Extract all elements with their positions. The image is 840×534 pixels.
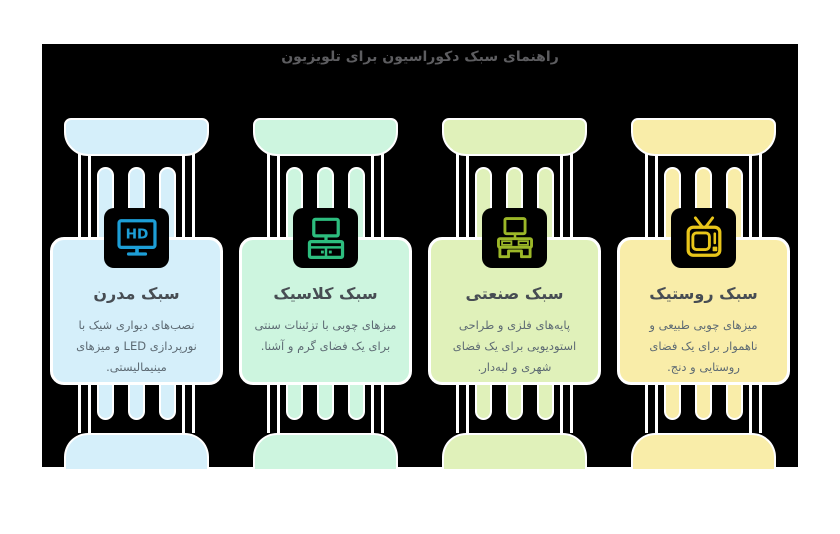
- style-description: نصب‌های دیواری شیک با نورپردازی LED و می…: [76, 318, 197, 374]
- tabletop-top-shape: [253, 118, 398, 156]
- retro-tv-icon: [686, 216, 721, 257]
- tv-cabinet-icon: [307, 217, 344, 260]
- table-leg: [645, 385, 658, 433]
- table-slat: [475, 380, 492, 420]
- table-leg: [267, 385, 280, 433]
- style-title: سبک مدرن: [93, 284, 180, 303]
- tabletop-bottom-shape: [631, 433, 776, 469]
- infographic-board: راهنمای سبک دکوراسیون برای تلویزیون سبک …: [42, 44, 798, 469]
- table-leg: [456, 385, 469, 433]
- table-slat: [128, 380, 145, 420]
- table-leg: [78, 154, 91, 238]
- table-slat: [317, 380, 334, 420]
- table-slat: [726, 380, 743, 420]
- table-slat: [97, 380, 114, 420]
- style-column-industrial: سبک صنعتی پایه‌های فلزی و طراحی استودیوی…: [420, 44, 609, 469]
- table-leg: [456, 154, 469, 238]
- style-description: میزهای چوبی با تزئینات سنتی برای یک فضای…: [254, 318, 397, 353]
- table-slat: [695, 380, 712, 420]
- table-slat: [506, 380, 523, 420]
- table-slat: [664, 380, 681, 420]
- style-column-rustic: سبک روستیک میزهای چوبی طبیعی و ناهموار ب…: [609, 44, 798, 469]
- tabletop-top-shape: [631, 118, 776, 156]
- table-slat: [286, 380, 303, 420]
- style-column-modern: سبک مدرن نصب‌های دیواری شیک با نورپردازی…: [42, 44, 231, 469]
- icon-badge: HD: [104, 208, 169, 268]
- tabletop-bottom-shape: [442, 433, 587, 469]
- tabletop-bottom-shape: [253, 433, 398, 469]
- tabletop-top-shape: [64, 118, 209, 156]
- table-slat: [159, 380, 176, 420]
- table-leg: [267, 154, 280, 238]
- table-leg: [182, 385, 195, 433]
- page-title: راهنمای سبک دکوراسیون برای تلویزیون: [281, 49, 559, 65]
- table-leg: [560, 385, 573, 433]
- table-leg: [645, 154, 658, 238]
- style-column-classic: سبک کلاسیک میزهای چوبی با تزئینات سنتی ب…: [231, 44, 420, 469]
- hd-monitor-icon: HD: [116, 219, 157, 256]
- tabletop-top-shape: [442, 118, 587, 156]
- tabletop-bottom-shape: [64, 433, 209, 469]
- style-description: میزهای چوبی طبیعی و ناهموار برای یک فضای…: [649, 318, 758, 374]
- table-leg: [560, 154, 573, 238]
- icon-badge: [482, 208, 547, 268]
- icon-badge: [293, 208, 358, 268]
- style-title: سبک کلاسیک: [273, 284, 378, 303]
- style-description: پایه‌های فلزی و طراحی استودیویی برای یک …: [452, 318, 577, 374]
- table-leg: [749, 385, 762, 433]
- hd-label: HD: [125, 227, 148, 243]
- table-leg: [371, 385, 384, 433]
- table-leg: [78, 385, 91, 433]
- table-slat: [537, 380, 554, 420]
- table-leg: [749, 154, 762, 238]
- table-leg: [371, 154, 384, 238]
- style-title: سبک صنعتی: [465, 284, 564, 303]
- table-leg: [182, 154, 195, 238]
- style-title: سبک روستیک: [649, 284, 758, 303]
- table-slat: [348, 380, 365, 420]
- icon-badge: [671, 208, 736, 268]
- tv-stand-icon: [496, 217, 533, 259]
